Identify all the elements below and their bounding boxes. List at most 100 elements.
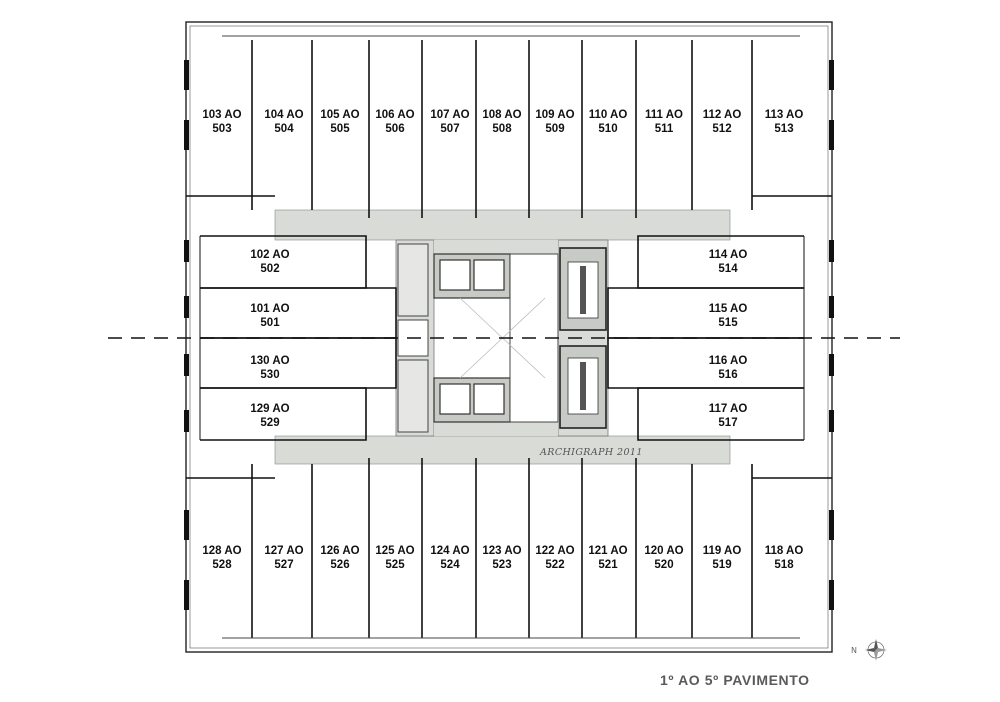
unit-label-right: 114 AO 514: [709, 249, 748, 275]
unit-label-top: 110 AO 510: [589, 109, 628, 135]
unit-number: 130 AO: [250, 355, 289, 367]
unit-label-bottom: 119 AO 519: [703, 545, 742, 571]
unit-number: 117 AO: [709, 403, 748, 415]
unit-number: 103 AO: [202, 109, 241, 121]
unit-number: 109 AO: [535, 109, 574, 121]
unit-range-end: 525: [385, 559, 405, 571]
top-unit-row: [186, 35, 832, 218]
unit-range-end: 505: [330, 123, 350, 135]
unit-range-end: 528: [212, 559, 232, 571]
unit-range-end: 524: [440, 559, 460, 571]
unit-number: 126 AO: [320, 545, 359, 557]
unit-number: 114 AO: [709, 249, 748, 261]
unit-range-end: 529: [260, 417, 279, 429]
unit-label-left: 102 AO 502: [250, 249, 289, 275]
unit-number: 122 AO: [535, 545, 574, 557]
unit-range-end: 520: [654, 559, 673, 571]
unit-label-top: 113 AO 513: [765, 109, 804, 135]
unit-number: 127 AO: [264, 545, 303, 557]
unit-number: 102 AO: [250, 249, 289, 261]
unit-label-top: 109 AO 509: [535, 109, 574, 135]
unit-number: 106 AO: [375, 109, 414, 121]
unit-range-end: 530: [260, 369, 279, 381]
unit-range-end: 508: [492, 123, 512, 135]
unit-range-end: 514: [718, 263, 738, 275]
elevator-car: [439, 383, 471, 415]
unit-range-end: 519: [712, 559, 731, 571]
unit-range-end: 501: [260, 317, 280, 329]
lower-core-hall: [434, 422, 558, 436]
unit-number: 108 AO: [482, 109, 521, 121]
unit-number: 129 AO: [250, 403, 289, 415]
building-core: [397, 243, 607, 433]
unit-number: 105 AO: [320, 109, 359, 121]
unit-number: 124 AO: [430, 545, 469, 557]
window-marks: [184, 60, 834, 610]
unit-number: 121 AO: [588, 545, 627, 557]
unit-label-bottom: 121 AO 521: [588, 545, 627, 571]
unit-label-right: 115 AO 515: [709, 303, 748, 329]
unit-label-left: 101 AO 501: [250, 303, 289, 329]
unit-range-end: 516: [718, 369, 737, 381]
unit-label-bottom: 125 AO 525: [375, 545, 414, 571]
unit-label-top: 107 AO 507: [430, 109, 469, 135]
unit-range-end: 521: [598, 559, 618, 571]
unit-range-end: 506: [385, 123, 404, 135]
unit-range-end: 512: [712, 123, 731, 135]
unit-label-left: 129 AO 529: [250, 403, 289, 429]
elevator-car: [439, 259, 471, 291]
unit-label-bottom: 122 AO 522: [535, 545, 574, 571]
building-outline: [185, 21, 833, 653]
compass-rose-icon: [865, 639, 887, 661]
unit-number: 113 AO: [765, 109, 804, 121]
unit-number: 125 AO: [375, 545, 414, 557]
elevator-car: [473, 383, 505, 415]
unit-label-top: 108 AO 508: [482, 109, 521, 135]
unit-range-end: 509: [545, 123, 564, 135]
unit-label-top: 106 AO 506: [375, 109, 414, 135]
unit-range-end: 510: [598, 123, 617, 135]
unit-label-bottom: 124 AO 524: [430, 545, 469, 571]
unit-range-end: 515: [718, 317, 738, 329]
unit-label-top: 105 AO 505: [320, 109, 359, 135]
unit-number: 120 AO: [644, 545, 683, 557]
unit-number: 119 AO: [703, 545, 742, 557]
unit-number: 118 AO: [765, 545, 804, 557]
unit-label-top: 103 AO 503: [202, 109, 241, 135]
unit-number: 115 AO: [709, 303, 748, 315]
elevator-car: [473, 259, 505, 291]
unit-range-end: 517: [718, 417, 737, 429]
unit-range-end: 522: [545, 559, 564, 571]
unit-label-right: 116 AO 516: [709, 355, 748, 381]
unit-range-end: 507: [440, 123, 459, 135]
unit-label-bottom: 118 AO 518: [765, 545, 804, 571]
unit-number: 111 AO: [645, 109, 683, 121]
unit-range-end: 502: [260, 263, 279, 275]
unit-number: 107 AO: [430, 109, 469, 121]
unit-number: 116 AO: [709, 355, 748, 367]
building-outline-inner: [189, 25, 829, 649]
unit-range-end: 513: [774, 123, 793, 135]
upper-corridor: [274, 209, 731, 241]
plan-title: 1º AO 5º PAVIMENTO: [660, 672, 810, 688]
unit-range-end: 527: [274, 559, 293, 571]
unit-number: 110 AO: [589, 109, 628, 121]
watermark-signature: ARCHIGRAPH 2011: [539, 447, 643, 458]
unit-range-end: 523: [492, 559, 511, 571]
unit-range-end: 518: [774, 559, 794, 571]
unit-range-end: 503: [212, 123, 231, 135]
unit-number: 123 AO: [482, 545, 521, 557]
unit-label-bottom: 120 AO 520: [644, 545, 683, 571]
compass-north-label: N: [851, 646, 857, 655]
unit-label-left: 130 AO 530: [250, 355, 289, 381]
unit-range-end: 526: [330, 559, 349, 571]
unit-label-right: 117 AO 517: [709, 403, 748, 429]
unit-number: 104 AO: [264, 109, 303, 121]
unit-number: 101 AO: [250, 303, 289, 315]
bottom-unit-row: [186, 458, 832, 639]
